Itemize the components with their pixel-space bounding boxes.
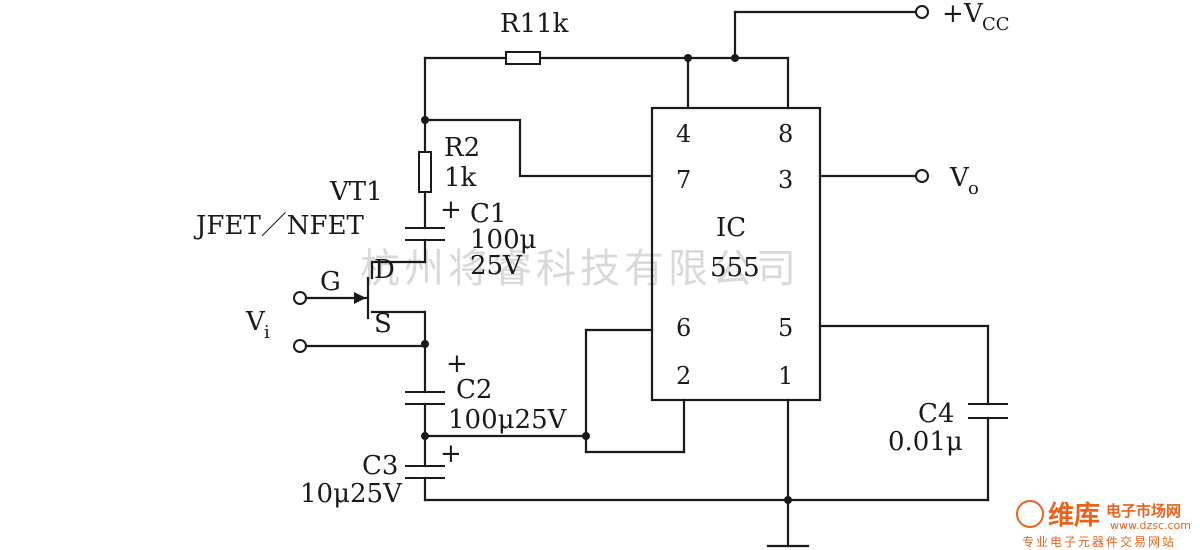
vcc-label-sub: CC — [982, 14, 1010, 35]
vt1-label: VT1 — [329, 177, 383, 207]
vcc-label: V — [963, 0, 984, 29]
c2-name: C2 — [456, 375, 492, 405]
c2-plus: + — [446, 349, 468, 379]
pin7-wire — [423, 118, 654, 178]
vo-label-sub: o — [968, 178, 979, 199]
ic-pin-3: 3 — [778, 166, 793, 194]
c2-value: 100μ25V — [448, 405, 568, 435]
source-label: S — [374, 309, 392, 339]
ic-pin-8: 8 — [778, 120, 793, 148]
dzsc-logo: 维库 电子市场网 www.dzsc.com 专业电子元器件交易网站 — [1016, 500, 1191, 549]
ic-type: 555 — [710, 253, 760, 283]
r1-label: R11k — [500, 9, 569, 39]
logo-url-text: www.dzsc.com — [1110, 519, 1191, 532]
vi-label-sub: i — [264, 322, 270, 343]
ic-pin-6: 6 — [676, 314, 691, 342]
gate-label: G — [320, 267, 341, 297]
vi-terminal-ground — [293, 339, 307, 353]
c3-name: C3 — [362, 451, 398, 481]
drain-label: D — [374, 255, 395, 285]
c4-capacitor — [968, 403, 1008, 419]
junction-dot — [582, 432, 590, 440]
logo-tagline: 专业电子元器件交易网站 — [1022, 534, 1176, 549]
ic-pin-5: 5 — [778, 314, 793, 342]
logo-main-text: 维库 — [1048, 500, 1100, 531]
vcc-plus-sign: + — [942, 0, 964, 29]
junction-dot — [684, 54, 692, 62]
vi-terminal-gate — [293, 291, 307, 305]
r1-resistor — [505, 51, 541, 65]
ground-rail — [423, 398, 990, 548]
ic-pin-1: 1 — [778, 362, 793, 390]
logo-emblem-icon — [1016, 500, 1044, 528]
pin5-c4-wires — [818, 324, 990, 502]
vo-label: V — [949, 163, 970, 193]
c1-name: C1 — [470, 199, 506, 229]
vi-label: V — [245, 307, 266, 337]
c1-capacitor — [405, 227, 445, 241]
c3-plus: + — [440, 439, 462, 469]
c3-value: 10μ25V — [300, 479, 403, 509]
c2-capacitor — [405, 391, 445, 405]
vo-terminal — [915, 169, 929, 183]
r2-name: R2 — [444, 133, 480, 163]
vcc-terminal — [915, 5, 929, 19]
ic-555-body — [650, 106, 822, 402]
c3-capacitor — [405, 465, 445, 479]
junction-dot — [731, 54, 739, 62]
c1-voltage: 25V — [470, 251, 523, 281]
top-wires — [423, 10, 918, 122]
watermark-text: 杭州将睿科技有限公司 — [360, 246, 800, 292]
c1-value: 100μ — [470, 225, 537, 255]
ic-pin-7: 7 — [676, 166, 691, 194]
ic-pin-2: 2 — [676, 362, 691, 390]
c4-name: C4 — [918, 399, 954, 429]
r2-value: 1k — [444, 163, 477, 193]
jfet-label: JFET／NFET — [193, 211, 365, 241]
logo-side-text: 电子市场网 — [1106, 502, 1181, 520]
ic-pin-4: 4 — [676, 120, 691, 148]
r2-resistor — [418, 151, 432, 193]
c4-value: 0.01μ — [888, 427, 963, 457]
junction-dot — [784, 496, 792, 504]
ic-name: IC — [716, 213, 746, 243]
pin6-pin2-wires — [423, 328, 686, 454]
c1-plus: + — [440, 195, 462, 225]
